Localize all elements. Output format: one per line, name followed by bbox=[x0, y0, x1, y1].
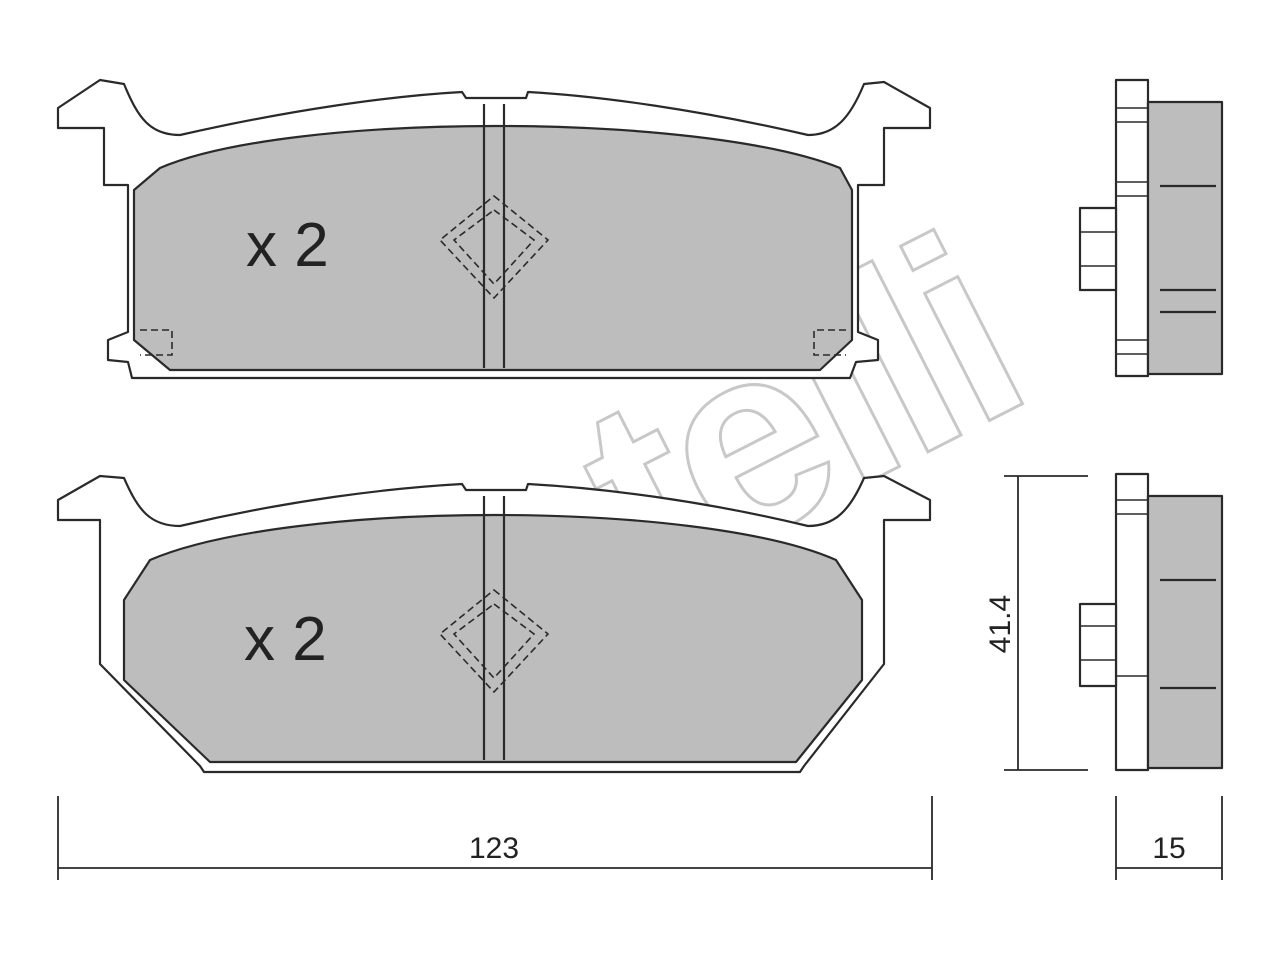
wear-indicator-inner bbox=[452, 603, 536, 680]
pad-bottom-side-view bbox=[1078, 472, 1224, 772]
width-dimension: 123 bbox=[57, 796, 933, 880]
wear-indicator-outer bbox=[438, 194, 550, 300]
clip-left-top bbox=[140, 329, 173, 356]
wear-indicator-inner bbox=[452, 209, 536, 286]
quantity-label-bottom: x 2 bbox=[244, 605, 327, 674]
friction-material-bottom bbox=[122, 513, 864, 764]
friction-material-side bbox=[1146, 100, 1224, 376]
wear-indicator-outer bbox=[438, 588, 550, 694]
backing-plate-side bbox=[1114, 78, 1150, 378]
pad-top-side-view bbox=[1078, 78, 1224, 378]
clip-right-top bbox=[813, 329, 846, 356]
width-value: 123 bbox=[469, 832, 519, 865]
anti-rattle-clip-side bbox=[1078, 602, 1118, 688]
height-value: 41.4 bbox=[984, 595, 1017, 653]
anti-rattle-clip-side bbox=[1078, 206, 1118, 292]
friction-material-top bbox=[132, 124, 854, 372]
thickness-value: 15 bbox=[1152, 832, 1185, 865]
height-dimension: 41.4 bbox=[984, 475, 1088, 771]
thickness-dimension: 15 bbox=[1115, 796, 1223, 880]
pad-top-front-view: x 2 bbox=[56, 78, 932, 380]
pad-bottom-front-view: x 2 bbox=[56, 474, 932, 774]
backing-plate-side bbox=[1114, 472, 1150, 772]
quantity-label-top: x 2 bbox=[246, 211, 329, 280]
friction-material-side bbox=[1146, 494, 1224, 770]
